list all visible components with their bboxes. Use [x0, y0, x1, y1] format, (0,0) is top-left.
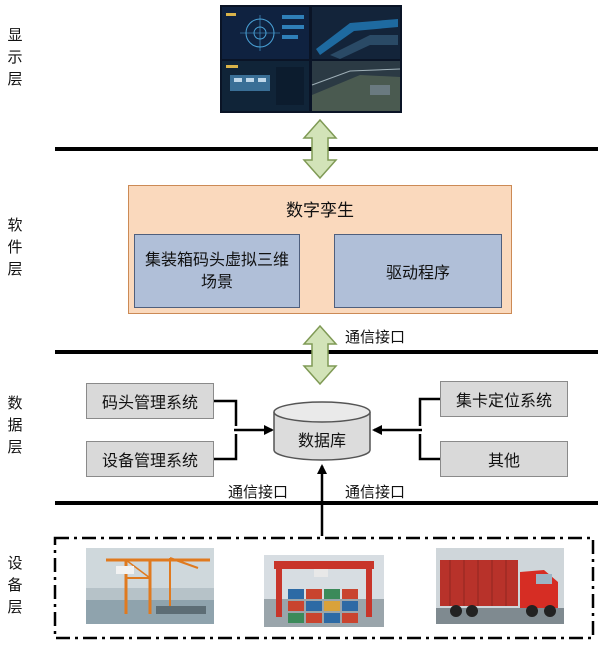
virtual-scene-label: 集装箱码头虚拟三维场景	[144, 250, 289, 291]
comm-interface-lower-right: 通信接口	[345, 481, 405, 502]
layer-label-data-text: 数据层	[7, 394, 23, 456]
comm-interface-upper: 通信接口	[345, 326, 405, 347]
database-label-box: 数据库	[274, 424, 370, 454]
equipment-mgmt-box: 设备管理系统	[86, 441, 214, 477]
database-label: 数据库	[297, 431, 346, 450]
terminal-mgmt-box: 码头管理系统	[86, 383, 214, 419]
terminal-mgmt-connector	[214, 399, 238, 426]
layer-label-display-text: 显示层	[7, 26, 23, 88]
layer-label-device-text: 设备层	[7, 554, 23, 616]
comm-interface-upper-text: 通信接口	[345, 328, 406, 346]
layer-label-device: 设备层	[6, 552, 24, 618]
virtual-scene-box: 集装箱码头虚拟三维场景	[134, 234, 300, 308]
terminal-mgmt-label: 码头管理系统	[101, 393, 198, 412]
driver-label: 驱动程序	[385, 263, 450, 282]
truck-positioning-connector	[418, 397, 440, 426]
double-arrow-software-data	[302, 324, 338, 386]
layer-label-data: 数据层	[6, 392, 24, 458]
equipment-mgmt-connector	[214, 434, 238, 461]
comm-interface-lower-left-text: 通信接口	[228, 483, 289, 501]
yard-crane-photo	[264, 555, 384, 627]
container-truck-photo	[436, 548, 564, 624]
equipment-mgmt-label: 设备管理系统	[101, 451, 198, 470]
driver-box: 驱动程序	[334, 234, 502, 308]
comm-interface-lower-left: 通信接口	[228, 481, 288, 502]
other-connector	[418, 434, 440, 461]
truck-positioning-label: 集卡定位系统	[455, 391, 552, 410]
layer-label-software-text: 软件层	[7, 216, 23, 278]
layer-label-software: 软件层	[6, 214, 24, 280]
digital-twin-title: 数字孪生	[286, 201, 354, 221]
device-layer-frame	[53, 536, 595, 640]
display-dashboard-image	[220, 5, 402, 113]
quay-crane-photo	[86, 548, 214, 624]
other-box: 其他	[440, 441, 568, 477]
double-arrow-display-software	[302, 118, 338, 180]
database-cylinder	[273, 401, 371, 461]
other-label: 其他	[487, 451, 520, 470]
layer-label-display: 显示层	[6, 24, 24, 90]
truck-positioning-box: 集卡定位系统	[440, 381, 568, 417]
comm-interface-lower-right-text: 通信接口	[345, 483, 406, 501]
